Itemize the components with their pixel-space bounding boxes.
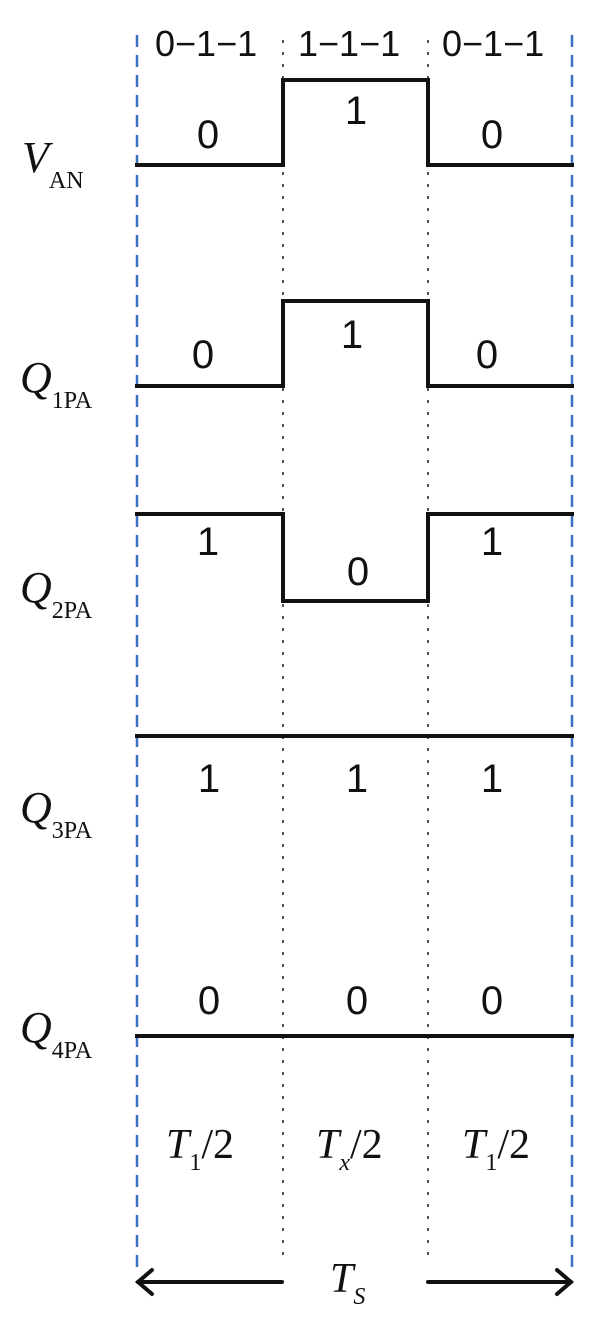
bit-q2pa-2: 0 — [347, 550, 369, 594]
arrow-left-icon — [134, 1268, 154, 1296]
bit-van-3: 0 — [481, 113, 503, 157]
waveform-q1pa — [135, 299, 574, 388]
signal-label-q4pa: Q4PA — [20, 1003, 93, 1064]
switch-state-1: 0−1−1 — [155, 23, 257, 64]
bits-q4pa: 0 0 0 — [198, 979, 503, 1023]
bit-q4pa-1: 0 — [198, 979, 220, 1023]
bits-van: 0 1 0 — [197, 89, 503, 157]
signal-label-q3pa: Q3PA — [20, 783, 93, 844]
bit-van-1: 0 — [197, 113, 219, 157]
bits-q3pa: 1 1 1 — [198, 757, 503, 801]
switch-state-2: 1−1−1 — [298, 23, 400, 64]
bit-q4pa-3: 0 — [481, 979, 503, 1023]
signal-label-q2pa: Q2PA — [20, 563, 93, 624]
interval-duration-1: T1/2 — [166, 1122, 234, 1176]
bit-q1pa-2: 1 — [341, 313, 363, 357]
bit-q3pa-1: 1 — [198, 757, 220, 801]
interval-duration-3: T1/2 — [462, 1122, 530, 1176]
bits-q2pa: 1 0 1 — [197, 520, 503, 594]
signal-label-q1pa: Q1PA — [20, 353, 93, 414]
waveform-q2pa — [135, 512, 574, 603]
switch-state-3: 0−1−1 — [442, 23, 544, 64]
bits-q1pa: 0 1 0 — [192, 313, 498, 377]
bit-q2pa-1: 1 — [197, 520, 219, 564]
bit-q4pa-2: 0 — [346, 979, 368, 1023]
bit-van-2: 1 — [345, 89, 367, 133]
arrow-right-icon — [555, 1268, 575, 1296]
bit-q1pa-1: 0 — [192, 333, 214, 377]
bit-q3pa-2: 1 — [346, 757, 368, 801]
waveform-van — [135, 78, 574, 167]
bit-q1pa-3: 0 — [476, 333, 498, 377]
switching-period-label: TS — [330, 1256, 365, 1310]
switching-period-arrow — [134, 1268, 575, 1296]
signal-label-van: VAN — [22, 133, 84, 194]
interval-duration-2: Tx/2 — [316, 1122, 383, 1176]
bit-q3pa-3: 1 — [481, 757, 503, 801]
bit-q2pa-3: 1 — [481, 520, 503, 564]
